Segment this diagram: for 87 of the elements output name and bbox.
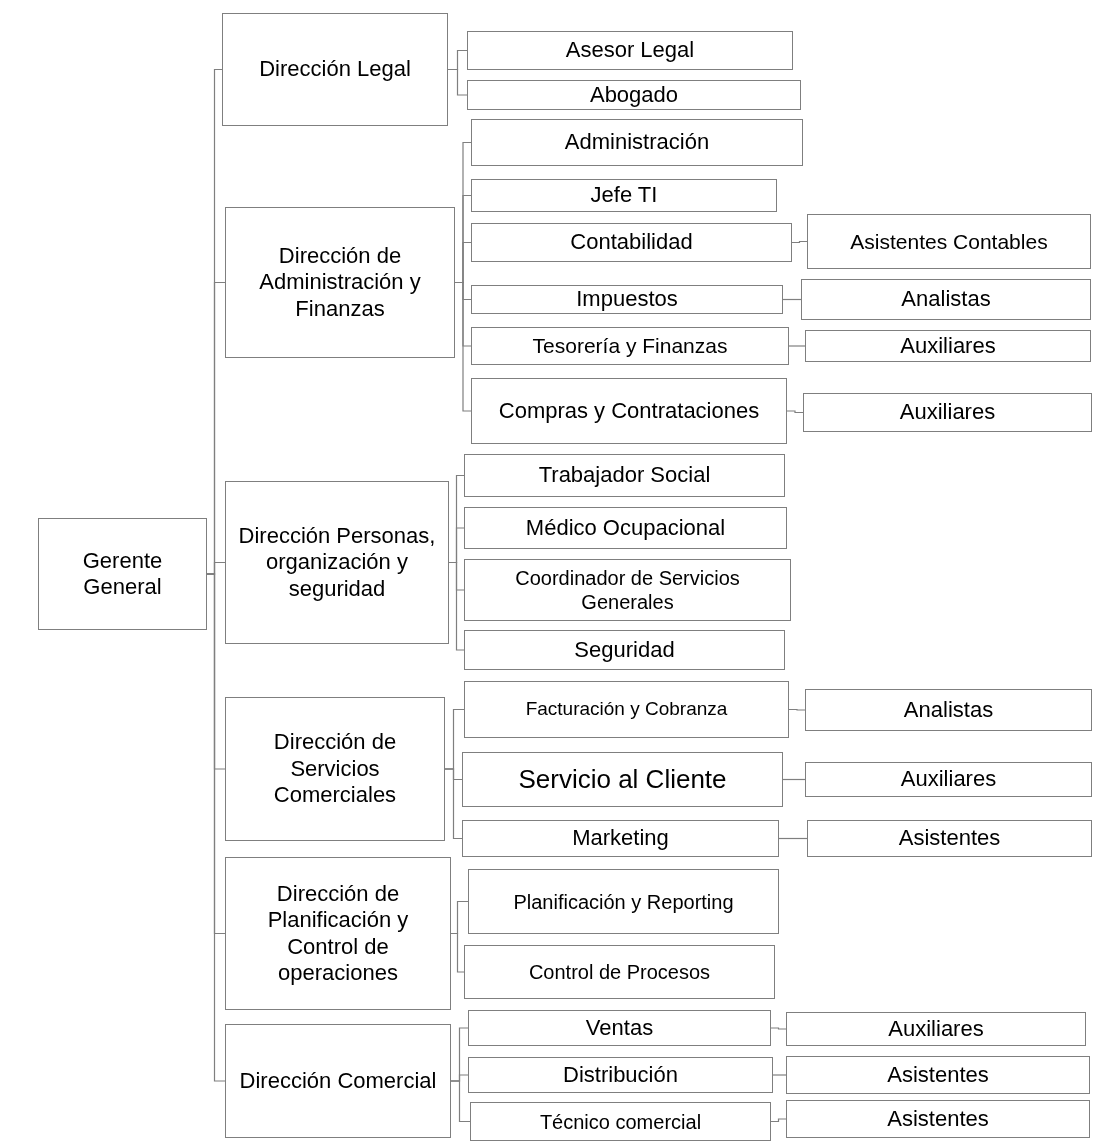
position-title: Planificación y Reporting xyxy=(513,889,734,914)
position-title: Dirección de Planificación y Control de operaciones xyxy=(266,880,410,987)
position-title: Auxiliares xyxy=(899,399,996,426)
org-box xyxy=(471,119,803,166)
position-title: Dirección Comercial xyxy=(239,1067,437,1095)
position-title: Administración xyxy=(564,129,710,156)
position-title: Técnico comercial xyxy=(539,1109,702,1134)
connector-line xyxy=(778,837,808,840)
org-box xyxy=(471,285,783,314)
position-title: Servicio al Cliente xyxy=(518,763,727,796)
org-box xyxy=(471,378,787,444)
org-box xyxy=(807,214,1091,269)
org-box xyxy=(471,327,789,365)
org-box xyxy=(467,80,801,110)
position-title: Dirección de Administración y Finanzas xyxy=(258,242,422,323)
connector-line xyxy=(447,68,468,96)
position-title: Tesorería y Finanzas xyxy=(532,333,728,359)
org-box xyxy=(464,559,791,621)
org-box xyxy=(786,1100,1090,1138)
position-title: Impuestos xyxy=(576,286,678,313)
position-title: Asesor Legal xyxy=(565,37,695,64)
org-box xyxy=(468,869,779,934)
connector-line xyxy=(770,1118,787,1123)
org-box xyxy=(786,1012,1086,1046)
org-box xyxy=(471,179,777,212)
position-title: Auxiliares xyxy=(900,766,997,793)
position-title: Asistentes Contables xyxy=(850,228,1048,255)
position-title: Ventas xyxy=(585,1014,654,1042)
org-box xyxy=(805,330,1091,362)
org-box xyxy=(464,507,787,549)
position-title: Asistentes xyxy=(898,825,1001,852)
position-title: Auxiliares xyxy=(900,332,996,360)
org-box xyxy=(807,820,1092,857)
position-title: Jefe TI xyxy=(590,182,658,209)
org-box xyxy=(468,1057,773,1093)
org-box xyxy=(462,820,779,857)
org-box xyxy=(225,481,449,644)
connector-line xyxy=(454,281,472,412)
position-title: Analistas xyxy=(903,696,994,724)
org-box xyxy=(801,279,1091,320)
org-box xyxy=(468,1010,771,1046)
position-title: Abogado xyxy=(589,81,679,109)
position-title: Seguridad xyxy=(574,636,675,664)
org-box xyxy=(225,1024,451,1138)
org-box xyxy=(225,857,451,1010)
position-title: Control de Procesos xyxy=(528,960,711,984)
org-box xyxy=(225,697,445,841)
position-title: Compras y Contrataciones xyxy=(498,397,760,425)
position-title: Asistentes xyxy=(887,1105,989,1133)
org-box xyxy=(464,945,775,999)
connector-line xyxy=(786,410,804,414)
org-box xyxy=(464,681,789,738)
position-title: Distribución xyxy=(563,1061,678,1089)
position-title: Marketing xyxy=(572,825,669,852)
connector-line xyxy=(782,778,806,781)
org-box xyxy=(803,393,1092,432)
org-box xyxy=(470,1102,771,1141)
position-title: Asistentes xyxy=(887,1061,989,1089)
org-box xyxy=(786,1056,1090,1094)
org-box xyxy=(471,223,792,262)
position-title: Analistas xyxy=(901,286,991,313)
position-title: Dirección Legal xyxy=(259,56,411,83)
position-title: Médico Ocupacional xyxy=(525,514,726,542)
position-title: Dirección de Servicios Comerciales xyxy=(272,729,398,809)
org-box xyxy=(222,13,448,126)
org-box xyxy=(467,31,793,70)
connector-line xyxy=(770,1027,787,1030)
org-box xyxy=(38,518,207,630)
connector-line xyxy=(450,1080,471,1123)
position-title: Trabajador Social xyxy=(538,462,711,489)
org-box xyxy=(464,630,785,670)
connector-line xyxy=(444,768,463,840)
connector-line xyxy=(772,1074,787,1076)
position-title: Dirección Personas, organización y seguridad xyxy=(237,522,437,603)
connector-line xyxy=(788,708,806,711)
org-box xyxy=(464,454,785,497)
org-box xyxy=(805,689,1092,731)
org-box xyxy=(805,762,1092,797)
org-box xyxy=(462,752,783,807)
connector-line xyxy=(448,561,465,651)
org-box xyxy=(225,207,455,358)
position-title: Facturación y Cobranza xyxy=(525,698,728,721)
position-title: Gerente General xyxy=(81,547,164,601)
connector-line xyxy=(788,345,806,347)
position-title: Coordinador de Servicios Generales xyxy=(514,566,741,614)
position-title: Auxiliares xyxy=(888,1015,984,1043)
position-title: Contabilidad xyxy=(570,229,693,256)
